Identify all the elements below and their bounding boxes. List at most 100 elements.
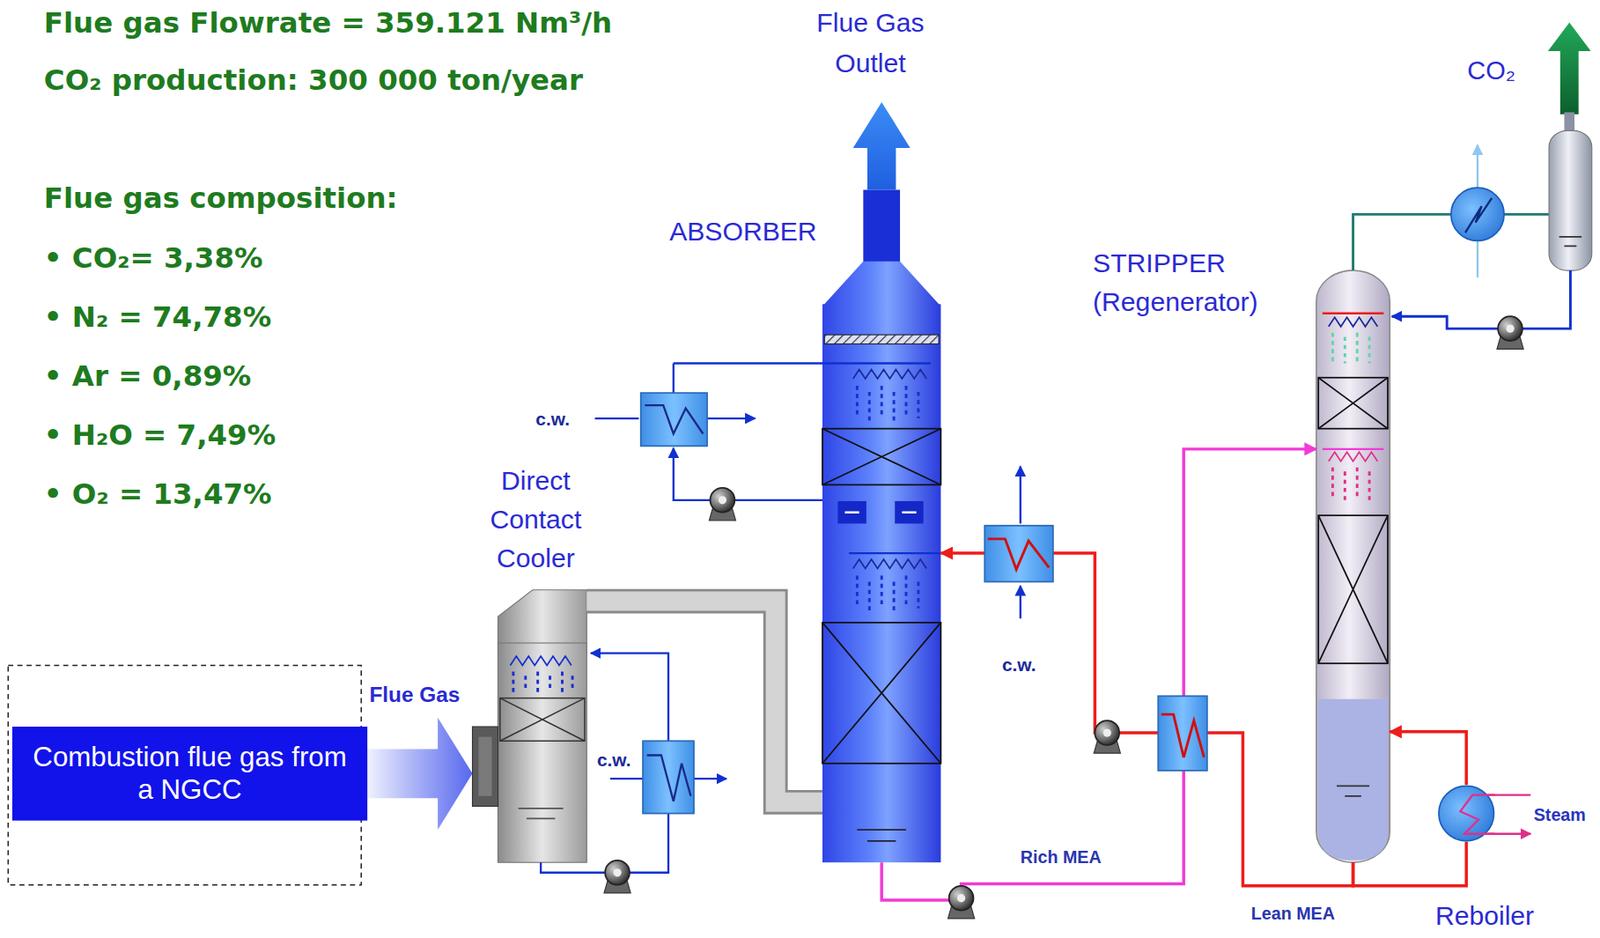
utility-label: c.w. <box>1002 654 1037 677</box>
stream-label: Rich MEA <box>1020 847 1102 869</box>
direct-contact-cooler <box>500 698 585 742</box>
stripper-column <box>1318 515 1388 664</box>
stripper-column <box>1332 332 1370 364</box>
absorber-column <box>822 303 941 863</box>
composition-item: • N₂ = 74,78% <box>44 300 272 335</box>
flue-gas-duct <box>586 601 823 803</box>
cooler-symbol <box>988 538 1050 570</box>
stripper-column <box>1332 467 1370 501</box>
reboiler-return-line <box>1389 731 1467 785</box>
absorber-column <box>853 368 927 378</box>
absorber-column <box>853 559 927 568</box>
stripper-column <box>1318 699 1388 861</box>
composition-item: • CO₂= 3,38% <box>44 240 264 275</box>
reboiler: Reboiler <box>1437 784 1496 842</box>
source-box: Combustion flue gas from a NGCC <box>12 726 368 821</box>
absorber-column <box>822 428 941 486</box>
direct-contact-cooler <box>472 726 499 806</box>
cooler-symbol <box>642 740 694 813</box>
stripper-column: STRIPPER (Regenerator) <box>1316 270 1390 863</box>
cooler-symbol <box>1157 695 1208 771</box>
absorber-column <box>844 511 916 514</box>
direct-contact-cooler <box>509 656 572 665</box>
composition-item: • O₂ = 13,47% <box>44 477 273 512</box>
flue-gas-arrow <box>367 717 472 830</box>
composition-item: • Ar = 0,89% <box>44 359 251 394</box>
overhead-system <box>1392 270 1571 329</box>
absorber-column <box>856 385 919 421</box>
absorber-column <box>673 361 931 364</box>
absorber-column <box>822 428 941 486</box>
flue-gas-duct <box>586 601 823 803</box>
absorber-column <box>673 102 942 863</box>
condenser-symbol <box>1451 187 1505 241</box>
absorber-column: ABSORBER <box>822 190 941 863</box>
pump-symbol <box>604 860 631 893</box>
composition-item: • H₂O = 7,49% <box>44 418 276 453</box>
reboiler-feed-line <box>1353 841 1468 886</box>
lean-cooler-utility <box>1019 585 1022 619</box>
lean-mea-line <box>940 552 1353 886</box>
cooler-symbol <box>641 392 708 446</box>
direct-contact-cooler <box>497 642 587 863</box>
direct-contact-cooler <box>693 777 727 780</box>
rich-mea-line <box>881 449 1317 900</box>
overhead-system <box>1353 22 1593 329</box>
wash-loop <box>673 448 823 501</box>
plant-data: CO₂ production: 300 000 ton/year <box>44 63 583 98</box>
stripper-column <box>1316 270 1390 863</box>
pump-symbol <box>604 316 1524 919</box>
direct-contact-cooler <box>500 698 585 742</box>
cooler-symbol <box>984 525 1054 583</box>
cooler-symbol <box>641 392 1208 813</box>
unit-heading: ABSORBER <box>669 217 817 249</box>
absorber-column <box>853 102 911 191</box>
condenser-symbol <box>1451 187 1505 241</box>
stripper-column <box>1328 451 1379 461</box>
cooler-symbol <box>647 755 692 802</box>
pump-symbol <box>1093 720 1121 753</box>
source-name: Combustion flue gas from a NGCC <box>12 736 368 811</box>
overhead-system <box>1548 22 1592 114</box>
stripper-column <box>1322 448 1385 450</box>
direct-contact-cooler <box>513 670 573 692</box>
absorber-column <box>822 428 941 764</box>
lean-cooler-utility <box>1019 466 1022 524</box>
wash-loop <box>672 363 675 394</box>
plant-data: Flue gas Flowrate = 359.121 Nm³/h <box>44 6 612 41</box>
stripper-column <box>1328 317 1379 326</box>
flue-gas-duct <box>586 601 823 803</box>
composition-heading: Flue gas composition: <box>44 181 399 216</box>
stripper-column <box>1318 377 1388 429</box>
steam-coil <box>1459 795 1495 834</box>
outlet-label: Flue Gas Outlet <box>794 1 948 84</box>
direct-contact-cooler: Direct Contact Cooler <box>472 589 588 863</box>
overhead-system <box>1559 236 1582 246</box>
absorber-column <box>848 552 941 554</box>
overhead-system <box>1563 111 1575 133</box>
utility-label: Steam <box>1533 804 1586 826</box>
direct-contact-cooler <box>518 808 564 819</box>
absorber-column <box>856 829 907 841</box>
wash-loop <box>707 417 755 420</box>
condenser-symbol <box>1465 198 1492 233</box>
pump-symbol <box>948 885 975 919</box>
stripper-column <box>1318 377 1388 664</box>
absorber-column <box>822 261 941 307</box>
flue-gas-arrow <box>367 717 472 830</box>
absorber-column <box>856 575 919 611</box>
stripper-column <box>1318 515 1388 664</box>
cooler-symbol <box>1161 714 1205 758</box>
stripper-column <box>1336 785 1370 797</box>
stripper-column <box>1318 377 1388 429</box>
absorber-column <box>824 334 939 344</box>
wash-loop <box>595 363 823 501</box>
pump-symbol <box>708 487 736 521</box>
lean-mea-line <box>940 552 1353 886</box>
pump-symbol <box>1496 316 1524 349</box>
direct-contact-cooler <box>610 777 643 780</box>
stripper-column <box>1322 312 1385 315</box>
stream-label: Flue Gas <box>368 681 460 708</box>
direct-contact-cooler <box>478 737 492 797</box>
